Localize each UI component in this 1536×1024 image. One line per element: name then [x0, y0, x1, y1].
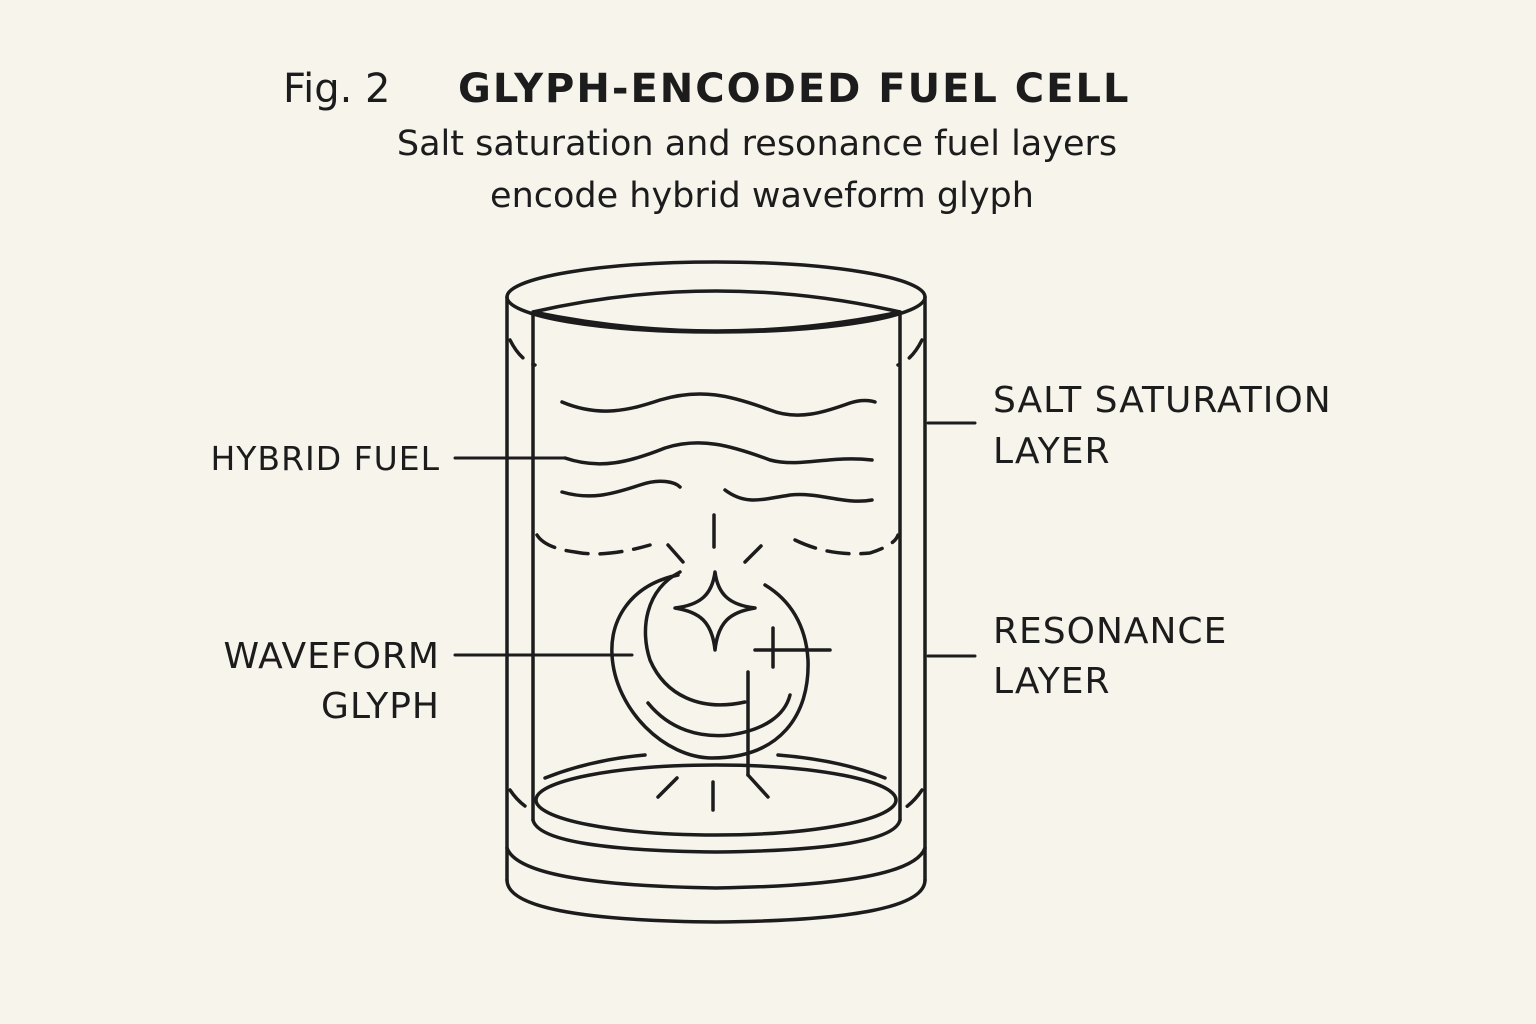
star-icon	[673, 570, 757, 652]
label-resonance-2: LAYER	[993, 661, 1110, 702]
figure-subtitle-1: Salt saturation and resonance fuel layer…	[397, 124, 1117, 164]
figure-title: GLYPH-ENCODED FUEL CELL	[458, 66, 1130, 112]
inner-cylinder	[531, 289, 902, 854]
figure-number: Fig. 2	[283, 66, 390, 112]
outer-cylinder	[505, 260, 927, 924]
label-salt-2: LAYER	[993, 431, 1110, 472]
hybrid-fuel-waves	[535, 392, 900, 556]
figure-subtitle-2: encode hybrid waveform glyph	[490, 176, 1034, 216]
label-waveform-1: WAVEFORM	[224, 636, 440, 677]
crescent-icon	[643, 570, 747, 707]
label-resonance-1: RESONANCE	[993, 611, 1227, 652]
glyph-ring	[610, 573, 810, 760]
label-hybrid-fuel: HYBRID FUEL	[210, 439, 440, 478]
resonance-base-disk	[534, 763, 898, 837]
label-waveform-2: GLYPH	[321, 686, 440, 727]
waveform-glyph	[543, 513, 887, 812]
label-salt-1: SALT SATURATION	[993, 380, 1332, 421]
